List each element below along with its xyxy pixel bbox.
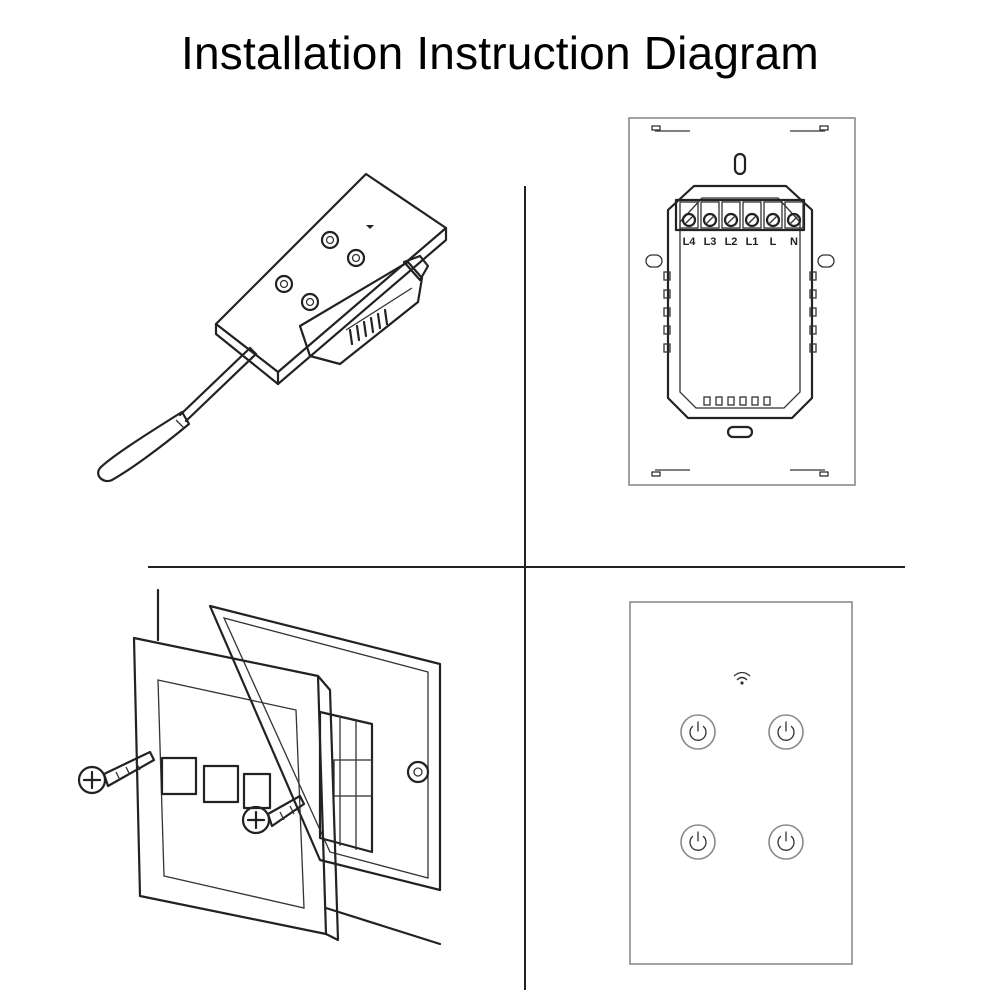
diagram-title: Installation Instruction Diagram — [181, 27, 819, 79]
panel-power-button — [300, 292, 320, 312]
power-icon[interactable] — [680, 714, 716, 750]
wall-box — [208, 604, 442, 892]
terminal-label: L2 — [725, 236, 738, 248]
terminal-label: L3 — [704, 236, 717, 248]
side-clip-right — [817, 254, 835, 268]
terminal-block — [674, 198, 806, 232]
mounting-slot-bottom — [726, 425, 754, 439]
terminal-label: L4 — [683, 236, 697, 248]
backplate-outline — [628, 117, 856, 486]
front-panel — [629, 601, 853, 965]
power-icon[interactable] — [768, 824, 804, 860]
terminal-label: L1 — [746, 236, 759, 248]
terminal-screw-l: L — [763, 201, 783, 248]
power-buttons — [680, 714, 804, 860]
panel-power-button — [274, 274, 294, 294]
power-icon[interactable] — [768, 714, 804, 750]
wall-outline — [156, 588, 442, 946]
frame-module-slots — [160, 756, 272, 810]
terminal-screws: L4 L3 L2 L1 L N — [679, 201, 804, 248]
terminal-screw-l3: L3 — [700, 201, 720, 248]
housing-vents — [348, 308, 389, 346]
switch-frame — [132, 636, 340, 942]
terminal-screw-n: N — [784, 201, 804, 248]
wifi-indicator-icon — [366, 225, 374, 229]
screwdriver-icon — [97, 346, 258, 483]
step-pry-panel — [97, 172, 448, 483]
terminal-screw-l4: L4 — [679, 201, 699, 248]
switch-face-panel — [214, 172, 448, 386]
power-icon[interactable] — [680, 824, 716, 860]
back-housing — [663, 184, 817, 420]
terminal-label: N — [790, 236, 798, 248]
mounting-slot-top — [733, 152, 747, 176]
step-front-view — [629, 601, 853, 965]
screw-icon — [77, 750, 156, 795]
screw-icon — [241, 794, 306, 835]
terminal-screw-l2: L2 — [721, 201, 741, 248]
quadrant-dividers — [148, 186, 905, 990]
wifi-icon — [733, 671, 751, 685]
side-clip-left — [645, 254, 663, 268]
terminal-screw-l1: L1 — [742, 201, 762, 248]
panel-power-button — [320, 230, 340, 250]
step-wiring-back-view: L4 L3 L2 L1 L N — [628, 117, 856, 486]
terminal-label: L — [770, 236, 777, 248]
step-mount-to-wall — [77, 588, 442, 946]
wall-box-screw-hole — [406, 760, 430, 784]
housing-side-tabs — [663, 271, 817, 406]
panel-power-button — [346, 248, 366, 268]
